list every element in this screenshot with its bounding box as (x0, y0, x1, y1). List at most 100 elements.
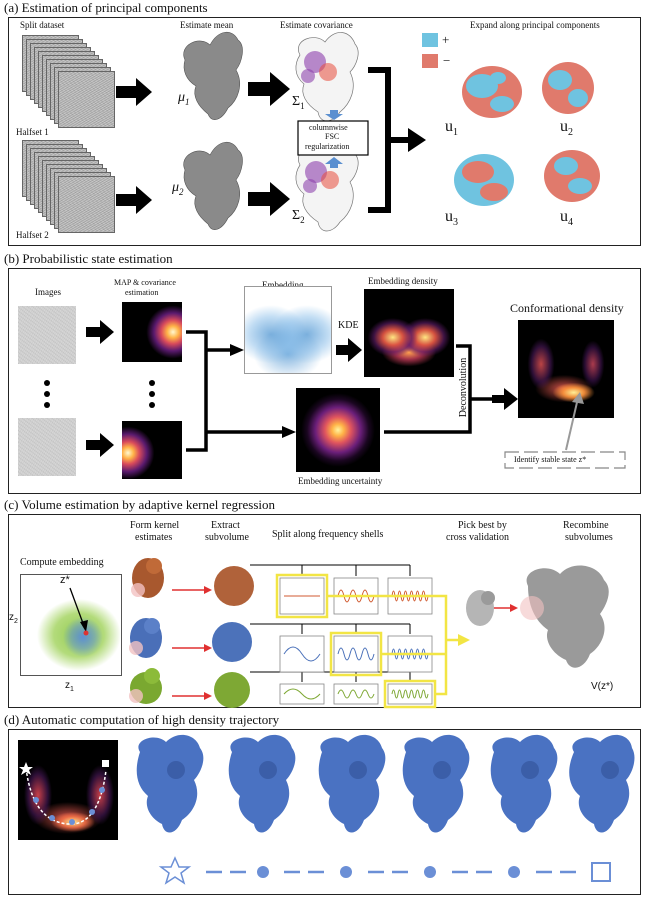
arrow-b4 (492, 388, 518, 410)
u3-symbol: u (445, 208, 453, 225)
timeline-dot-2 (340, 866, 352, 878)
z-star-arrow (69, 587, 85, 627)
estimate-mean-label: Estimate mean (180, 20, 234, 30)
pc-volume-u4 (544, 150, 600, 202)
mean-volume-2 (183, 142, 243, 230)
ellipsis-dot-1b (44, 391, 50, 397)
pick-line1: Pick best by (458, 520, 507, 531)
red-arrow-head-4 (510, 604, 518, 612)
wave-3-1 (283, 688, 321, 700)
branch-1 (250, 564, 411, 576)
u2-symbol: u (560, 118, 568, 135)
expand-label: Expand along principal components (470, 20, 600, 30)
u2-label: u2 (560, 118, 573, 138)
trajectory-dot-5 (99, 787, 105, 793)
arrow-b3 (336, 338, 362, 362)
b-connector-arrow-top (230, 344, 244, 356)
split-dataset-label: Split dataset (20, 20, 65, 30)
trajectory-volume-5 (490, 734, 558, 833)
fsc-arrow-up (325, 157, 343, 168)
trajectory-dot-1 (33, 797, 39, 803)
u4-symbol: u (560, 208, 568, 225)
extract-line2: subvolume (205, 532, 249, 543)
recombine-region (520, 596, 544, 620)
recombine-line2: subvolumes (565, 532, 613, 543)
panel-b-title: (b) Probabilistic state estimation (4, 251, 173, 266)
trajectory-end-square (102, 760, 109, 767)
arrow-b2 (86, 433, 114, 457)
mu1-symbol: μ (178, 90, 186, 105)
recombine-line1: Recombine (563, 520, 609, 531)
form-kernel-line1: Form kernel (130, 520, 180, 531)
panel-c-title: (c) Volume estimation by adaptive kernel… (4, 497, 276, 512)
branch-2 (250, 623, 411, 634)
kde-label: KDE (338, 320, 359, 331)
compute-embedding-label: Compute embedding (20, 557, 104, 568)
map-thumb-1 (122, 302, 182, 362)
arrow-a3 (248, 72, 290, 106)
sigma1-subscript: 1 (300, 100, 305, 111)
estimate-covariance-label: Estimate covariance (280, 20, 353, 30)
v-label: V(z*) (591, 681, 614, 692)
fsc-arrow-down (325, 110, 343, 120)
halfset1-label: Halfset 1 (16, 127, 49, 137)
sigma2-label: Σ2 (292, 208, 305, 225)
u3-label: u3 (445, 208, 458, 228)
timeline-start-star (158, 856, 192, 885)
kernel-region-3 (129, 689, 143, 703)
merge-bracket (368, 67, 410, 213)
u1-label: u1 (445, 118, 458, 138)
identify-pointer-head (572, 392, 584, 404)
conformational-density-image (518, 320, 614, 418)
trajectory-dot-3 (69, 819, 75, 825)
pc-volume-u3 (454, 154, 514, 206)
trajectory-volume-6 (569, 734, 635, 833)
z2-label: z2 (9, 612, 18, 625)
u4-label: u4 (560, 208, 573, 228)
z-star-label: z* (60, 574, 70, 586)
u2-subscript: 2 (568, 127, 573, 139)
trajectory-path (25, 767, 107, 825)
fsc-line1: columnwise (309, 123, 348, 132)
sigma1-label: Σ1 (292, 94, 305, 111)
wave-3-3 (391, 689, 429, 699)
legend-minus-label: − (443, 53, 451, 68)
fsc-line3: regularization (305, 142, 350, 151)
subvolume-3 (214, 672, 250, 708)
kernel-region-1 (131, 583, 145, 597)
z-star-point (83, 630, 89, 636)
fsc-line2: FSC (325, 132, 340, 141)
z2-subscript: 2 (14, 618, 18, 625)
map-line1: MAP & covariance (114, 278, 176, 287)
sigma1-symbol: Σ (292, 94, 301, 109)
mu1-label: μ1 (178, 90, 190, 107)
mean-volume-1 (183, 32, 243, 120)
pick-line2: cross validation (446, 532, 510, 543)
split-shells-label: Split along frequency shells (272, 529, 384, 540)
arrow-a2 (116, 186, 152, 214)
identify-label: Identify stable state z* (514, 455, 587, 464)
legend-plus-swatch (422, 33, 438, 47)
ellipsis-dot-1c (44, 402, 50, 408)
image-2 (18, 418, 76, 476)
z1-symbol: z (65, 680, 70, 691)
u1-subscript: 1 (453, 127, 458, 139)
b-connector (186, 330, 284, 452)
wave-3-2 (337, 689, 375, 699)
wave-2-2 (337, 647, 375, 661)
legend-plus-label: + (442, 32, 450, 47)
u1-symbol: u (445, 118, 453, 135)
sigma2-subscript: 2 (300, 214, 305, 225)
timeline-dot-1 (257, 866, 269, 878)
ellipsis-dot-2a (149, 380, 155, 386)
subvolume-2 (212, 622, 252, 662)
trajectory-start-star (19, 762, 33, 775)
trajectory-dot-4 (89, 809, 95, 815)
embedding-density-label: Embedding density (368, 276, 438, 286)
map-line2: estimation (125, 288, 159, 297)
images-label: Images (35, 287, 61, 297)
merge-arrow (408, 128, 426, 152)
ellipsis-dot-2c (149, 402, 155, 408)
